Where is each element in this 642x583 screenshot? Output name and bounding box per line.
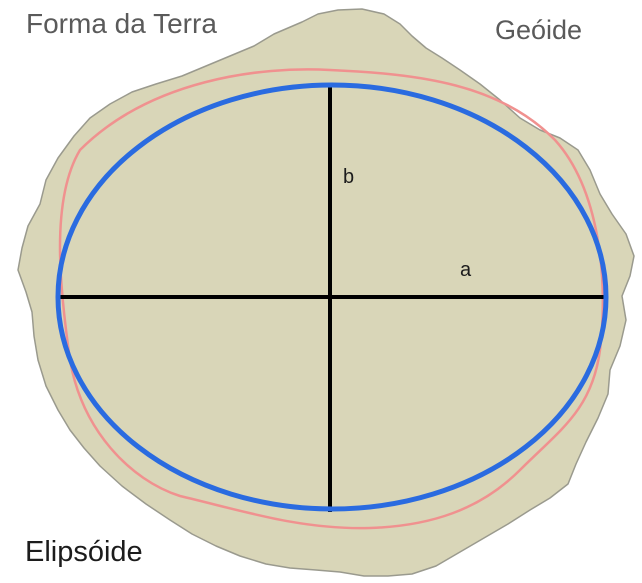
ellipsoid-label: Elipsóide bbox=[25, 536, 143, 568]
ellipsoid-shape bbox=[55, 82, 609, 512]
semi-minor-axis-label: b bbox=[343, 166, 355, 188]
reference-curve bbox=[58, 68, 604, 530]
semi-major-axis-label: a bbox=[460, 259, 472, 281]
earth-shape-title: Forma da Terra bbox=[26, 8, 217, 39]
geoid-label: Geóide bbox=[495, 15, 583, 45]
geoid-shape bbox=[17, 8, 635, 577]
